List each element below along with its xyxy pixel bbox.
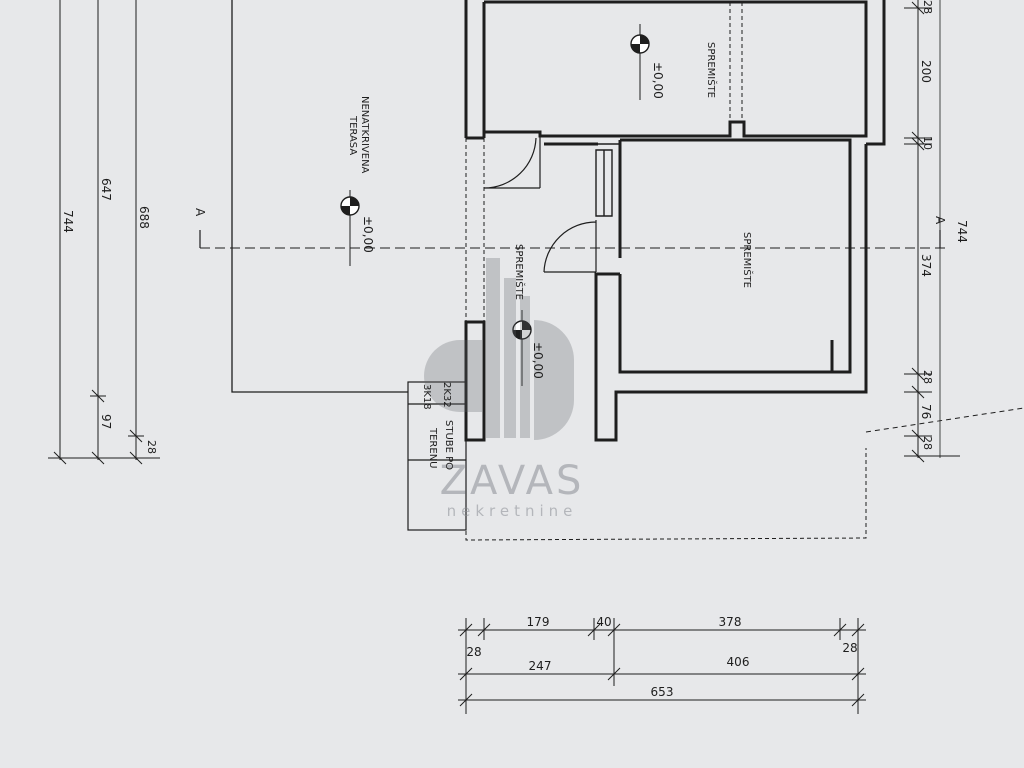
dim-right-200: 200 bbox=[919, 60, 933, 83]
level-symbol-3 bbox=[512, 310, 532, 386]
watermark-brand: ZAVAS bbox=[440, 458, 585, 504]
dim-right-28-bot: 28 bbox=[921, 436, 934, 450]
dim-left-744: 744 bbox=[61, 210, 75, 233]
dimension-lines bbox=[48, 0, 960, 714]
stairs-labels: 2K32 3K18 STUBE PO TERENU bbox=[421, 382, 454, 470]
dim-bottom-378: 378 bbox=[719, 615, 742, 629]
section-marker-left: A bbox=[193, 208, 207, 217]
dim-right-28-mid: 28 bbox=[921, 370, 934, 384]
dim-bottom-653: 653 bbox=[651, 685, 674, 699]
section-marker-ticks bbox=[199, 230, 941, 248]
dim-left-688: 688 bbox=[137, 206, 151, 229]
stairs-label-2: TERENU bbox=[427, 427, 438, 469]
dimension-text-bottom: 179 40 378 28 28 247 406 653 bbox=[466, 615, 857, 699]
dim-left-28: 28 bbox=[145, 440, 158, 454]
terrace-label-line1: NENATKRIVENA bbox=[359, 96, 370, 174]
dim-bottom-28-right: 28 bbox=[842, 641, 857, 655]
watermark: ZAVAS nekretnine bbox=[424, 258, 585, 520]
section-markers: A A bbox=[193, 208, 947, 225]
exterior-wall-upper bbox=[464, 0, 886, 146]
storage-room-walls bbox=[594, 138, 868, 442]
dimension-text-right: 28 200 10 744 374 28 76 28 bbox=[919, 0, 969, 450]
level-mark-corridor: ±0,00 bbox=[531, 342, 545, 379]
level-mark-terrace: ±0,00 bbox=[361, 216, 375, 253]
dim-left-647: 647 bbox=[99, 178, 113, 201]
dim-right-28-top: 28 bbox=[921, 0, 934, 14]
storage-label-upper: SPREMIŠTE bbox=[705, 42, 718, 98]
dimension-text-left: 744 647 688 97 28 bbox=[61, 178, 158, 454]
terrace-label-line2: TERASA bbox=[347, 115, 358, 155]
stairs-spec-2: 3K18 bbox=[421, 384, 432, 410]
dashed-outlines bbox=[200, 2, 1024, 541]
walls bbox=[464, 0, 886, 442]
dim-bottom-179: 179 bbox=[527, 615, 550, 629]
dim-bottom-406: 406 bbox=[727, 655, 750, 669]
level-symbol-2 bbox=[630, 24, 650, 100]
terrace-outline bbox=[231, 0, 408, 393]
dim-right-374: 374 bbox=[919, 254, 933, 277]
door-swings bbox=[483, 134, 597, 273]
level-symbol-1 bbox=[340, 190, 360, 266]
level-mark-upper: ±0,00 bbox=[651, 62, 665, 99]
dim-bottom-28-left: 28 bbox=[466, 645, 481, 659]
section-marker-right: A bbox=[933, 216, 947, 225]
watermark-tagline: nekretnine bbox=[447, 502, 578, 520]
dim-right-10: 10 bbox=[921, 136, 934, 150]
watermark-logo-icon bbox=[424, 258, 574, 440]
dim-left-97: 97 bbox=[99, 414, 113, 429]
dim-bottom-40: 40 bbox=[596, 615, 611, 629]
stairs-spec-1: 2K32 bbox=[441, 382, 452, 408]
dim-right-76: 76 bbox=[919, 404, 933, 419]
stairs-label-1: STUBE PO bbox=[443, 420, 454, 470]
window-opening bbox=[595, 149, 613, 217]
storage-label-right: SPREMIŠTE bbox=[741, 232, 754, 288]
dim-right-744: 744 bbox=[955, 220, 969, 243]
storage-label-corridor: SPREMIŠTE bbox=[513, 244, 526, 300]
dim-bottom-247: 247 bbox=[529, 659, 552, 673]
stairs bbox=[407, 381, 467, 531]
room-labels: NENATKRIVENA TERASA ±0,00 SPREMIŠTE ±0,0… bbox=[347, 42, 754, 379]
